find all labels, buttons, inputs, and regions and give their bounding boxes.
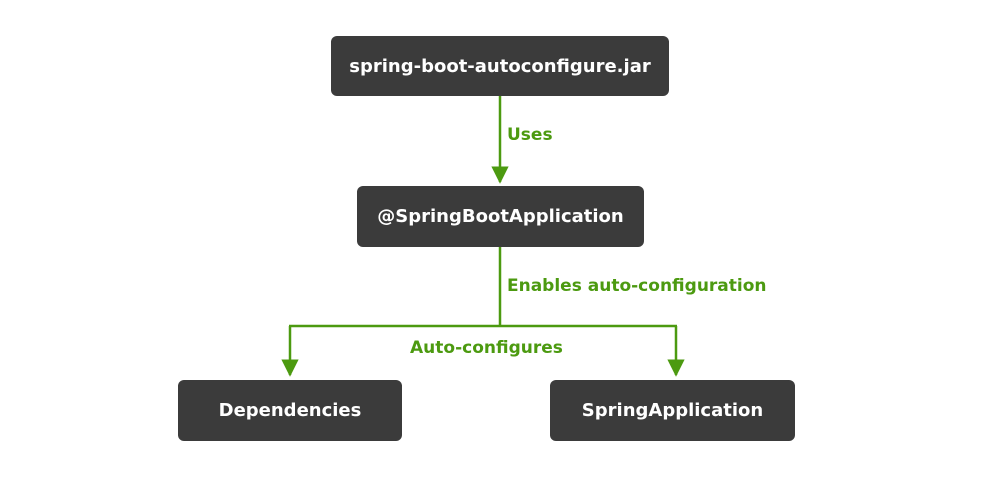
- dependencies-node-label: Dependencies: [218, 400, 362, 421]
- spring-boot-application-node: @SpringBootApplication: [357, 186, 644, 247]
- spring-boot-application-node-label: @SpringBootApplication: [377, 206, 624, 227]
- jar-node-label: spring-boot-autoconfigure.jar: [349, 55, 651, 77]
- dependencies-node: Dependencies: [178, 380, 402, 441]
- auto-configures-label: Auto-configures: [410, 338, 563, 358]
- spring-application-node: SpringApplication: [550, 380, 795, 441]
- spring-application-node-label: SpringApplication: [581, 400, 764, 421]
- jar-node: spring-boot-autoconfigure.jar: [331, 36, 669, 96]
- enables-auto-configuration-label: Enables auto-configuration: [507, 276, 767, 296]
- uses-label: Uses: [507, 125, 553, 145]
